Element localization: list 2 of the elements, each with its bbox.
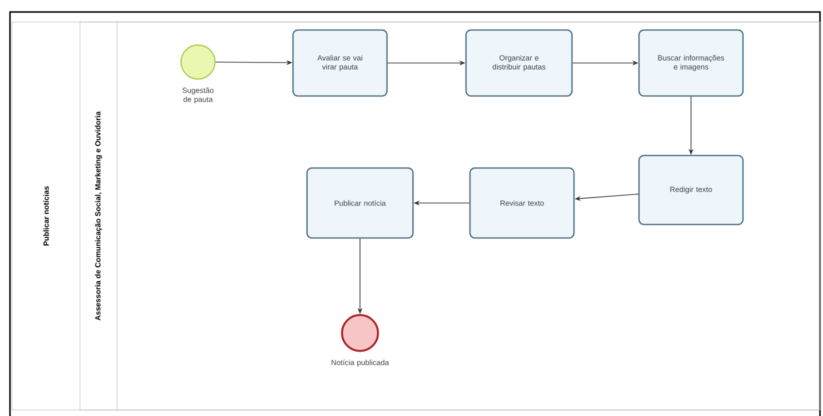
start-event-circle [180, 44, 216, 80]
end-event-circle [341, 314, 379, 352]
